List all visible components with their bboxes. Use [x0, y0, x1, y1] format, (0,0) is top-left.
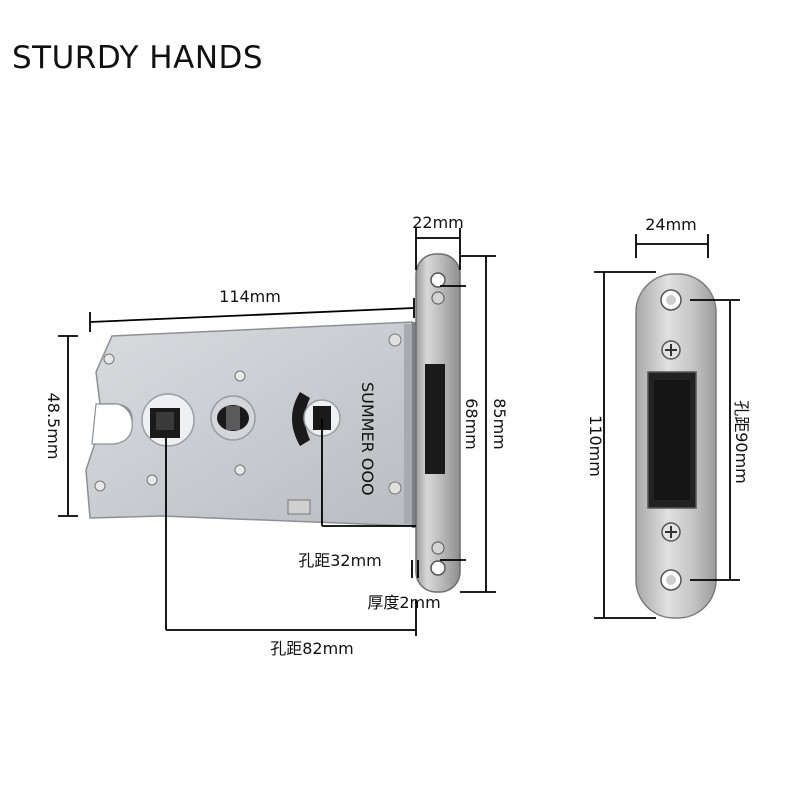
dimension-lines: [58, 228, 740, 636]
screw-hole-bottom: [430, 560, 446, 576]
latch-slot: [425, 364, 445, 474]
label-body-height: 48.5mm: [44, 393, 63, 460]
brand-logo-text: STURDY HANDS: [12, 40, 264, 76]
label-strike-width: 24mm: [645, 215, 697, 234]
label-cutout-height: 68mm: [462, 398, 481, 450]
label-body-width: 114mm: [219, 287, 281, 306]
label-faceplate-width: 22mm: [412, 213, 464, 232]
faceplate: [415, 253, 461, 593]
body-marking: SUMMER OOO: [358, 382, 377, 496]
strike-plate: [635, 273, 717, 619]
label-hole-spacing-small: 孔距32mm: [298, 551, 382, 570]
label-strike-hole-spacing: 孔距90mm: [732, 400, 751, 484]
screw-hole-top: [430, 272, 446, 288]
lock-body: SUMMER OOO: [85, 321, 418, 528]
label-strike-height: 110mm: [586, 415, 605, 477]
label-faceplate-height: 85mm: [490, 398, 509, 450]
label-hole-spacing-large: 孔距82mm: [270, 639, 354, 658]
label-thickness: 厚度2mm: [367, 593, 440, 612]
